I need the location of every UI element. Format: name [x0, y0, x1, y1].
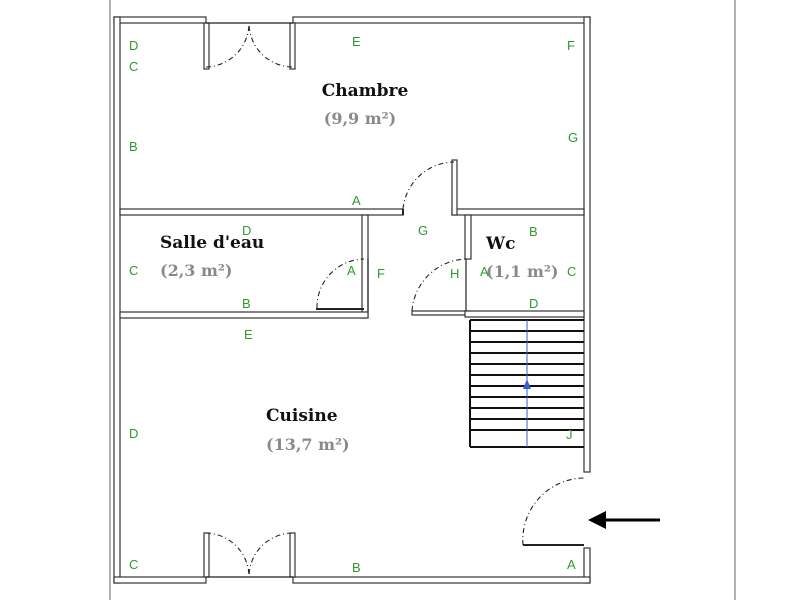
wall-label-hall-g: G	[418, 223, 428, 238]
outer-wall-bottom-right	[292, 576, 591, 584]
outer-wall-left	[113, 16, 121, 584]
door-swing-top-right	[248, 22, 293, 68]
door-stub-top-left	[203, 22, 210, 70]
wall-label-cuisine-e: E	[244, 327, 253, 342]
room-name-wc: Wc	[485, 234, 515, 254]
wall-label-cuisine-d: D	[129, 426, 138, 441]
wall-label-chambre-d: D	[129, 38, 138, 53]
room-name-chambre: Chambre	[322, 81, 409, 101]
wall-salle-eau-bottom	[119, 311, 369, 319]
wall-label-chambre-g: G	[568, 130, 578, 145]
stairs-up-arrow-icon	[523, 379, 531, 389]
wall-label-salle-eau-a: A	[347, 263, 356, 278]
wall-label-cuisine-a: A	[567, 557, 576, 572]
wall-label-chambre-e: E	[352, 34, 361, 49]
wall-label-wc-a: A	[480, 264, 489, 279]
room-area-cuisine: (13,7 m²)	[266, 435, 350, 454]
wall-label-wc-c: C	[567, 264, 576, 279]
wall-label-cuisine-j: J	[566, 427, 573, 442]
entrance-arrow-icon	[588, 511, 660, 529]
room-area-salle-eau: (2,3 m²)	[160, 261, 232, 280]
door-swing-chambre	[402, 161, 455, 210]
room-area-wc: (1,1 m²)	[486, 262, 558, 281]
room-area-chambre: (9,9 m²)	[324, 109, 396, 128]
wall-chambre-bottom-left	[119, 208, 404, 216]
wall-chambre-door-jamb	[451, 159, 458, 216]
wall-label-salle-eau-d: D	[242, 223, 251, 238]
outer-wall-top-left	[113, 16, 207, 24]
door-swing-salle-eau	[316, 258, 365, 309]
wall-salle-eau-right	[361, 214, 369, 319]
outer-wall-bottom-left	[113, 576, 207, 584]
wall-label-cuisine-b: B	[352, 560, 361, 575]
wall-label-wc-b: B	[529, 224, 538, 239]
door-stub-bottom-right	[289, 532, 296, 578]
door-swing-entrance	[522, 477, 585, 546]
outer-wall-top-right	[292, 16, 591, 24]
wall-label-cuisine-c: C	[129, 557, 138, 572]
wall-label-hall-f: F	[377, 266, 385, 281]
staircase	[469, 319, 584, 448]
door-swing-top-left	[205, 22, 250, 68]
outer-wall-right-upper	[583, 16, 591, 473]
wall-label-wc-d: D	[529, 296, 538, 311]
wall-label-hall-h: H	[450, 266, 459, 281]
wall-label-chambre-a: A	[352, 193, 361, 208]
wall-wc-bottom-stub	[411, 310, 471, 316]
wall-wc-left	[464, 214, 472, 260]
door-stub-top-right	[289, 22, 296, 70]
room-name-salle-eau: Salle d'eau	[160, 233, 264, 253]
wall-label-chambre-b: B	[129, 139, 138, 154]
door-swing-bottom-right	[248, 532, 293, 578]
room-name-cuisine: Cuisine	[266, 406, 338, 426]
wall-wc-bottom	[464, 310, 585, 318]
wall-label-salle-eau-c: C	[129, 263, 138, 278]
door-swing-bottom-left	[205, 532, 250, 578]
wall-label-chambre-c: C	[129, 59, 138, 74]
door-stub-bottom-left	[203, 532, 210, 578]
door-swing-wc	[411, 258, 468, 312]
wall-chambre-bottom-right	[451, 208, 585, 216]
wall-label-salle-eau-b: B	[242, 296, 251, 311]
wall-label-chambre-f: F	[567, 38, 575, 53]
